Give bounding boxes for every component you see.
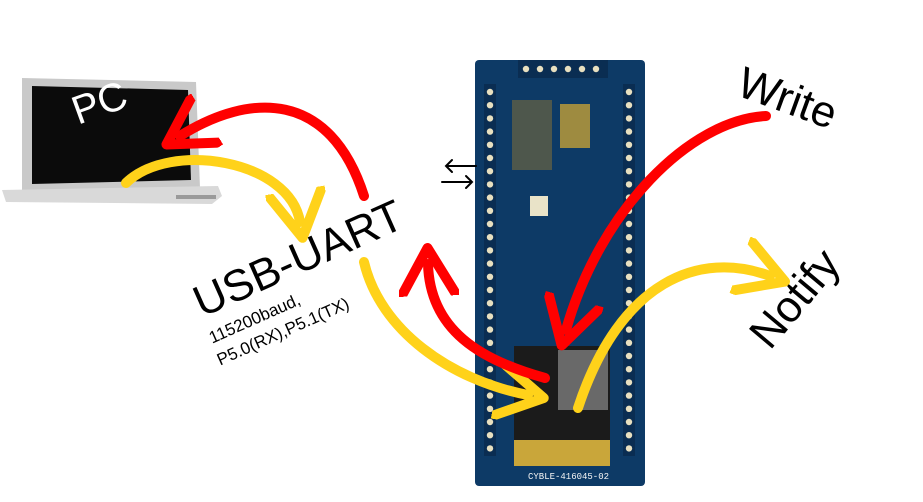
- board-header-right: [623, 84, 635, 456]
- header-pin: [564, 65, 572, 73]
- header-pin: [486, 286, 494, 294]
- header-pin: [625, 339, 633, 346]
- arrow-write: [566, 111, 771, 330]
- board-parts: [512, 100, 552, 170]
- header-pin: [486, 445, 494, 452]
- laptop: [2, 78, 222, 204]
- header-pin: [625, 181, 633, 188]
- bidirectional-arrows: [441, 159, 477, 189]
- header-pin: [486, 194, 494, 201]
- header-pin: [486, 339, 494, 346]
- header-pin: [486, 154, 494, 162]
- header-pin: [625, 432, 633, 439]
- arrow-left: [444, 159, 477, 173]
- header-pin: [625, 168, 633, 175]
- header-pin: [550, 65, 558, 73]
- module-label: CYBLE-416045-02: [528, 472, 609, 482]
- header-pin: [625, 366, 633, 373]
- header-pin: [486, 128, 494, 135]
- header-pin: [625, 115, 633, 122]
- header-pin: [522, 65, 530, 73]
- header-pin: [486, 273, 494, 280]
- header-pin: [486, 220, 494, 228]
- header-pin: [486, 115, 494, 122]
- header-pin: [486, 102, 494, 109]
- header-pin: [625, 102, 633, 109]
- header-pin: [625, 88, 633, 96]
- arrow-uart-to-module: [359, 257, 528, 395]
- header-pin: [625, 445, 633, 452]
- header-pin: [486, 181, 494, 188]
- header-pin: [625, 141, 633, 148]
- header-pin: [625, 379, 633, 386]
- header-pin: [486, 432, 494, 439]
- header-pin: [486, 366, 494, 373]
- header-pin: [536, 65, 544, 73]
- header-pin: [486, 260, 494, 267]
- board-chip: [560, 104, 590, 148]
- arrow-notify: [573, 267, 770, 413]
- dev-board: [475, 60, 645, 486]
- board-top-header: [518, 60, 608, 78]
- header-pin: [625, 286, 633, 294]
- header-pin: [486, 392, 494, 399]
- board-switch: [530, 196, 548, 216]
- header-pin: [592, 65, 600, 73]
- laptop-screen: [32, 86, 191, 184]
- header-pin: [625, 392, 633, 399]
- header-pin: [625, 234, 633, 241]
- header-pin: [625, 273, 633, 280]
- header-pin: [625, 154, 633, 162]
- header-pin: [486, 300, 494, 307]
- arrow-uart-to-pc: [180, 108, 369, 201]
- header-pin: [486, 88, 494, 96]
- header-pin: [486, 313, 494, 320]
- header-pin: [486, 418, 494, 426]
- header-pin: [625, 418, 633, 426]
- header-pin: [578, 65, 586, 73]
- arrow-pc-to-uart: [121, 155, 300, 222]
- ble-module-antenna: [514, 440, 610, 466]
- header-pin: [625, 128, 633, 135]
- header-pin: [625, 220, 633, 228]
- laptop-base: [2, 186, 222, 204]
- header-pin: [625, 405, 633, 412]
- header-pin: [625, 326, 633, 333]
- header-pin: [486, 234, 494, 241]
- board-header-left: [484, 84, 496, 456]
- header-pin: [486, 207, 494, 214]
- header-pin: [486, 141, 494, 148]
- header-pin: [486, 405, 494, 412]
- header-pin: [486, 326, 494, 333]
- header-pin: [486, 168, 494, 175]
- arrow-module-to-uart: [428, 264, 550, 383]
- laptop-base-edge: [176, 195, 216, 199]
- header-pin: [625, 247, 633, 254]
- arrow-right: [441, 175, 474, 189]
- header-pins-top: [522, 65, 600, 73]
- header-pin: [486, 247, 494, 254]
- header-pin: [625, 352, 633, 360]
- header-pin: [625, 260, 633, 267]
